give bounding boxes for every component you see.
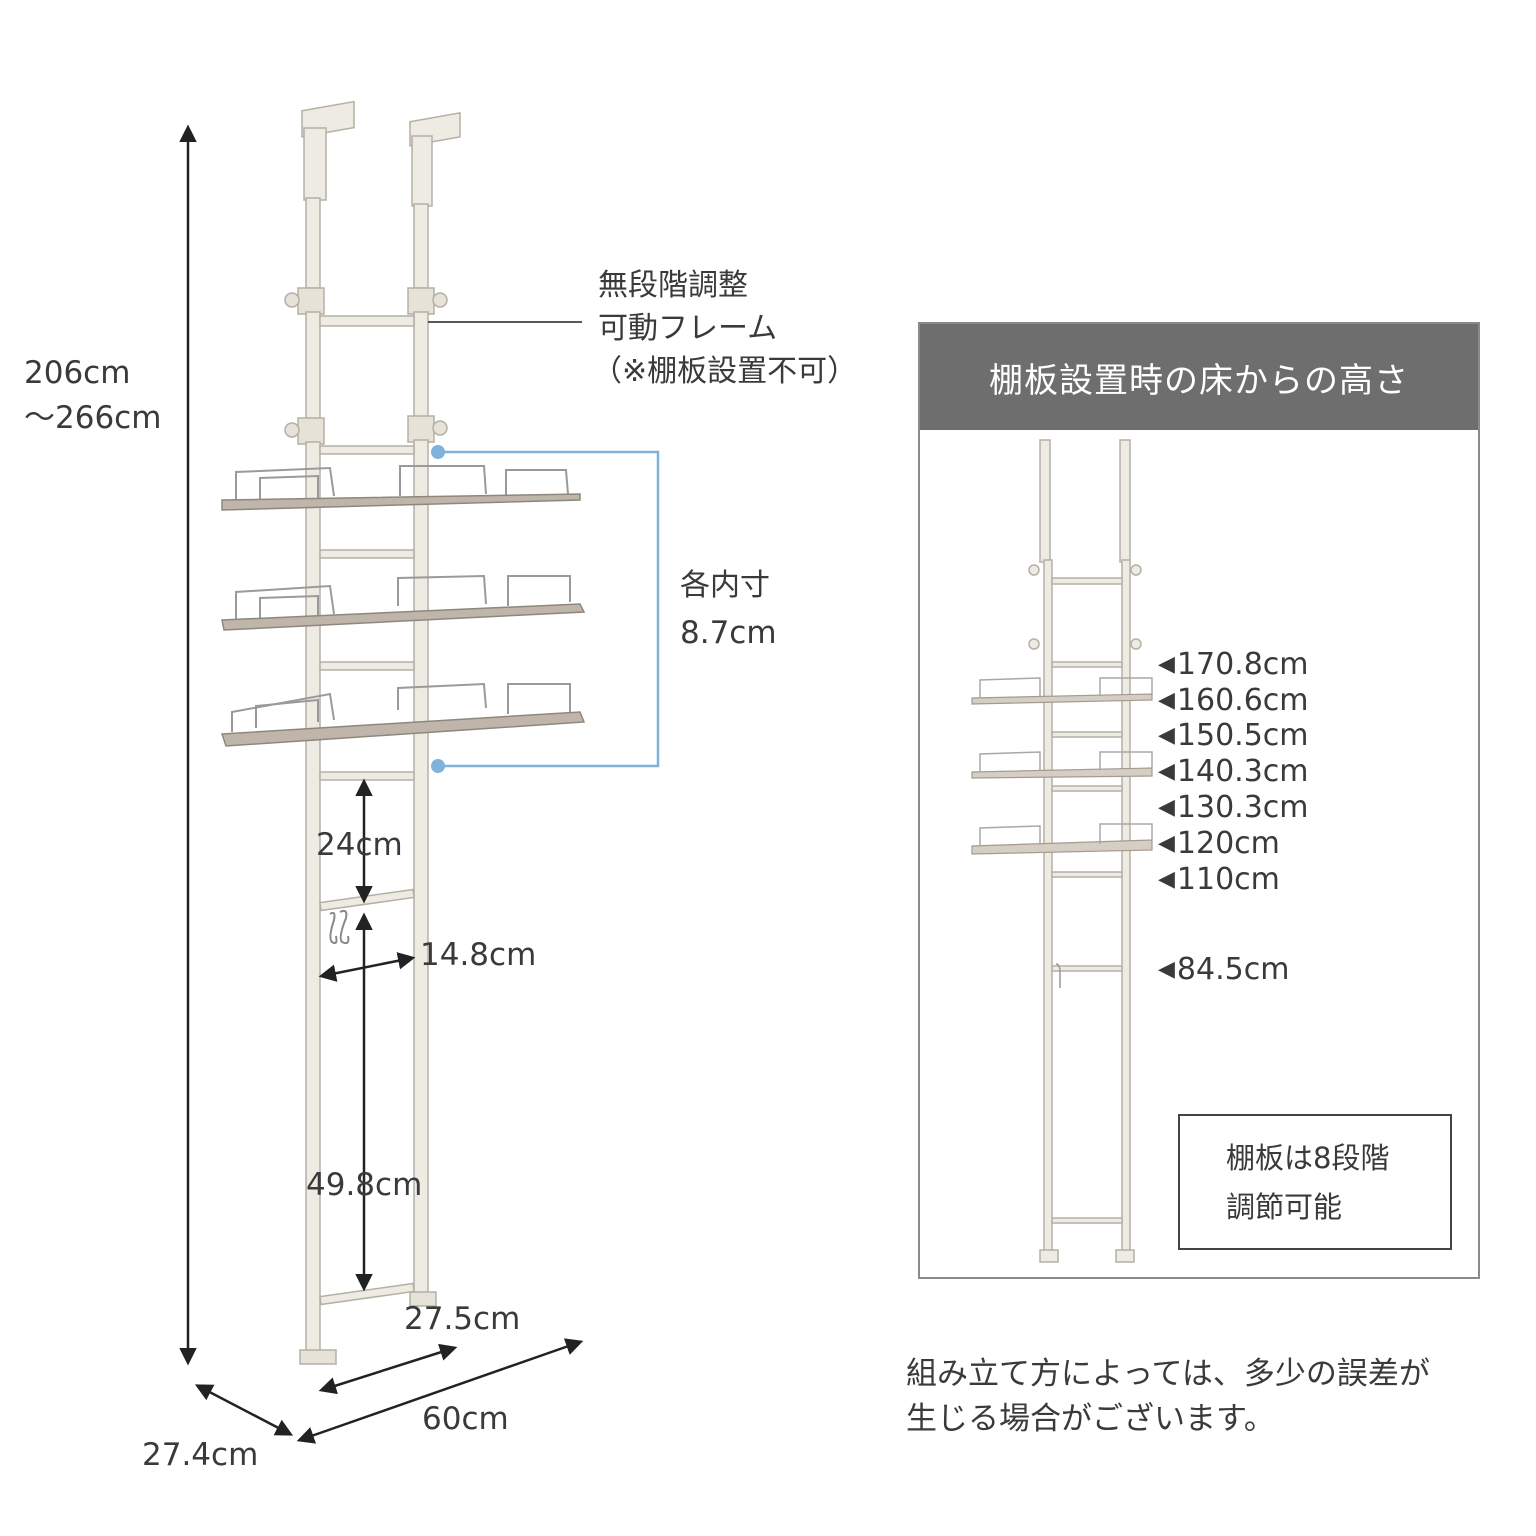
dim-498-label: 49.8cm [306,1167,423,1203]
disclaimer-note: 組み立て方によっては、多少の誤差が 生じる場合がございます。 [906,1352,1430,1442]
height-value: 130.3cm [1176,790,1309,825]
marker-triangle-icon: ◀ [1158,957,1175,982]
adjustable-note-box: 棚板は8段階 調節可能 [1178,1114,1452,1250]
marker-triangle-icon: ◀ [1158,688,1175,713]
dim-274-label: 27.4cm [142,1437,259,1473]
marker-triangle-icon: ◀ [1158,867,1175,892]
shelf-bottom [220,682,586,747]
dim-24-label: 24cm [316,827,403,863]
mini-rack-diagram [971,439,1153,1263]
disclaimer-line2: 生じる場合がございます。 [906,1401,1275,1437]
marker-triangle-icon: ◀ [1158,723,1175,748]
disclaimer-line1: 組み立て方によっては、多少の誤差が [906,1356,1430,1392]
frame-callout-line1: 無段階調整 [598,268,748,303]
note-line2: 調節可能 [1226,1190,1343,1224]
ladder-rungs [319,315,415,1306]
height-value: 84.5cm [1176,952,1290,987]
dim-148-line [318,952,416,982]
dim-60-line [296,1338,584,1444]
height-value: 120cm [1176,826,1280,861]
shelf-top [221,465,581,511]
note-line1: 棚板は8段階 [1226,1141,1390,1175]
marker-triangle-icon: ◀ [1158,831,1175,856]
heights-panel: 棚板設置時の床からの高さ [918,322,1480,1279]
height-row-3: ◀150.5cm [1158,721,1309,751]
height-min-label: 206cm [24,355,131,391]
height-row-7: ◀110cm [1158,865,1280,895]
inner-size-label: 各内寸 [680,568,770,603]
marker-triangle-icon: ◀ [1158,759,1175,784]
inner-dimension-bracket [431,445,660,773]
height-row-2: ◀160.6cm [1158,686,1309,716]
dim-274-line [194,1384,294,1436]
height-value: 160.6cm [1176,683,1309,718]
s-hook-icon [339,909,350,945]
height-row-1: ◀170.8cm [1158,650,1309,680]
height-row-6: ◀120cm [1158,829,1280,859]
shelf-middle [221,574,586,631]
inner-size-value: 8.7cm [680,615,777,651]
height-value: 140.3cm [1176,754,1309,789]
marker-triangle-icon: ◀ [1158,795,1175,820]
dim-148-label: 14.8cm [420,937,537,973]
height-value: 150.5cm [1176,718,1309,753]
right-pole [407,112,461,1307]
height-row-4: ◀140.3cm [1158,757,1309,787]
dim-60-label: 60cm [422,1401,509,1437]
height-row-8: ◀84.5cm [1158,955,1289,985]
height-row-5: ◀130.3cm [1158,793,1309,823]
marker-triangle-icon: ◀ [1158,652,1175,677]
height-value: 110cm [1176,862,1280,897]
height-max-label: ～266cm [24,400,162,436]
height-value: 170.8cm [1176,647,1309,682]
dim-275-line [318,1343,458,1395]
dim-275-label: 27.5cm [404,1301,521,1337]
frame-callout-line2: 可動フレーム [598,311,778,346]
heights-panel-title: 棚板設置時の床からの高さ [920,324,1478,430]
s-hook-icon [329,911,338,945]
frame-callout-line3: （※棚板設置不可） [592,354,858,389]
